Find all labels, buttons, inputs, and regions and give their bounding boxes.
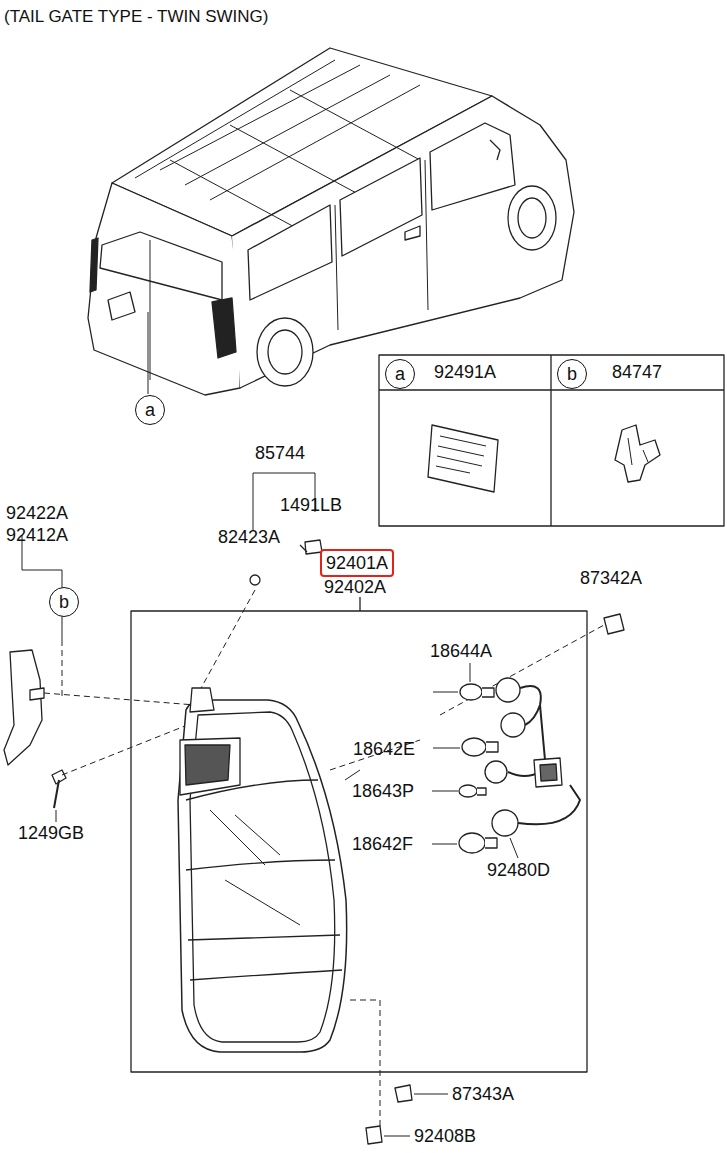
part-number: 92412A bbox=[6, 524, 68, 546]
node-text: 92401A bbox=[326, 552, 388, 574]
part-number: 92422A bbox=[6, 502, 68, 524]
part-number: 87343A bbox=[452, 1083, 514, 1105]
part-number: 1249GB bbox=[18, 822, 84, 844]
part-number: 82423A bbox=[218, 526, 280, 548]
part-number: 84747 bbox=[612, 361, 662, 383]
node-text: b bbox=[59, 591, 69, 613]
diagram-title: (TAIL GATE TYPE - TWIN SWING) bbox=[4, 6, 268, 28]
part-number: 18642E bbox=[353, 738, 415, 760]
callout-circle: a bbox=[385, 359, 415, 389]
part-number: 92480D bbox=[487, 859, 550, 881]
part-number: 1491LB bbox=[280, 494, 342, 516]
part-number: 85744 bbox=[255, 442, 305, 464]
part-number: 92408B bbox=[414, 1125, 476, 1147]
part-number: 87342A bbox=[580, 567, 642, 589]
node-text: a bbox=[145, 399, 155, 421]
part-number: 18643P bbox=[352, 780, 414, 802]
callout-circle: b bbox=[557, 359, 587, 389]
highlighted-part-number: 92401A bbox=[320, 549, 394, 577]
callout-circle: a bbox=[135, 395, 165, 425]
part-number: 18642F bbox=[352, 833, 413, 855]
part-number: 18644A bbox=[430, 640, 492, 662]
callout-circle: b bbox=[49, 587, 79, 617]
node-text: b bbox=[567, 363, 577, 385]
part-number: 92402A bbox=[324, 576, 386, 598]
node-text: a bbox=[395, 363, 405, 385]
part-number: 92491A bbox=[434, 361, 496, 383]
